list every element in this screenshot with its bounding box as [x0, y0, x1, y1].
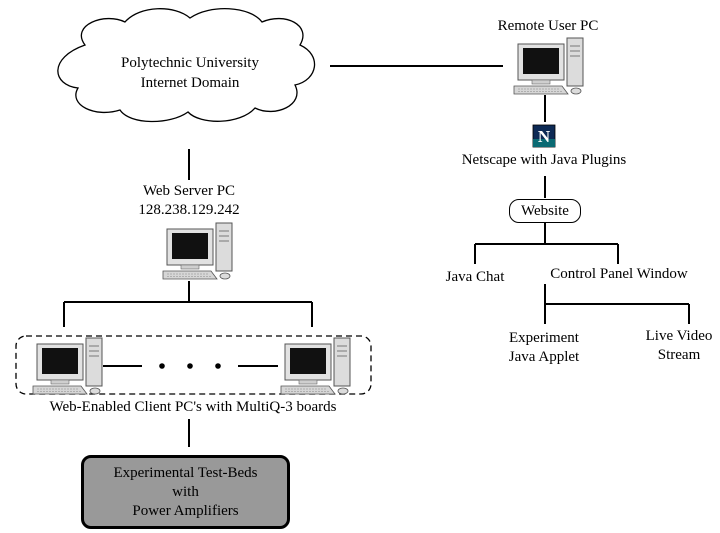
ellipsis-dots	[159, 363, 221, 369]
cloud-label: Polytechnic University Internet Domain	[100, 53, 280, 93]
testbed-line3: Power Amplifiers	[132, 502, 239, 519]
client-pc-left-icon	[32, 337, 103, 395]
live-video-line2: Stream	[657, 347, 701, 363]
internet-cloud	[57, 8, 316, 123]
live-video-line1: Live Video	[645, 328, 713, 344]
cloud-label-line2: Internet Domain	[140, 75, 240, 91]
netscape-label: Netscape with Java Plugins	[461, 152, 627, 168]
client-group-box	[15, 335, 372, 395]
control-panel-label: Control Panel Window	[550, 266, 688, 282]
experiment-applet-line2: Java Applet	[508, 349, 580, 365]
netscape-logo-icon: N	[532, 124, 556, 148]
live-video-label: Live Video Stream	[638, 327, 720, 365]
java-chat-label: Java Chat	[445, 269, 505, 285]
remote-pc-icon	[513, 37, 584, 95]
connector-lines	[63, 65, 690, 447]
web-server-pc-icon	[162, 222, 233, 280]
client-pc-right-icon	[280, 337, 351, 395]
cloud-label-line1: Polytechnic University	[121, 55, 259, 71]
testbed-line2: with	[172, 483, 199, 500]
web-server-line1: Web Server PC	[142, 183, 236, 199]
svg-text:N: N	[538, 127, 551, 146]
website-node: Website	[509, 199, 581, 223]
web-server-label: Web Server PC 128.238.129.242	[114, 182, 264, 220]
web-server-line2: 128.238.129.242	[138, 202, 240, 218]
experiment-applet-label: Experiment Java Applet	[494, 329, 594, 367]
clients-label: Web-Enabled Client PC's with MultiQ-3 bo…	[49, 399, 337, 415]
remote-pc-label: Remote User PC	[497, 18, 599, 34]
experiment-applet-line1: Experiment	[509, 330, 579, 346]
testbed-line1: Experimental Test-Beds	[113, 464, 258, 481]
testbed-box: Experimental Test-Beds with Power Amplif…	[81, 455, 290, 529]
